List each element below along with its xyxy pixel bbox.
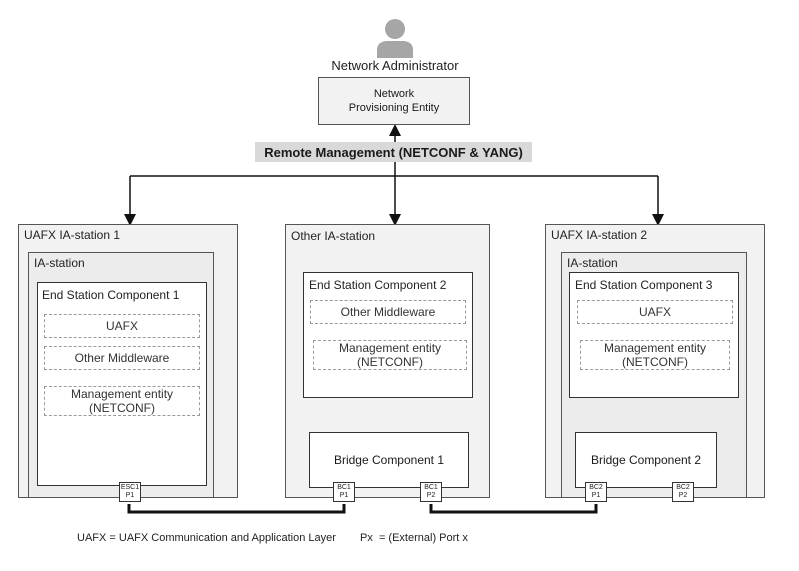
provisioning-entity-box: Network Provisioning Entity <box>318 77 470 125</box>
mgmt1-line2: (NETCONF) <box>89 401 155 415</box>
ia-station-1-title: IA-station <box>34 256 85 270</box>
legend-uafx: UAFX = UAFX Communication and Applicatio… <box>77 532 336 544</box>
bridge-component-2: Bridge Component 2 <box>575 432 717 488</box>
uafx-station-1-title: UAFX IA-station 1 <box>24 228 121 242</box>
end-station-component-3 <box>569 272 739 398</box>
port-esc1-name: ESC1 <box>120 484 140 491</box>
mgmt2-line1: Management entity <box>338 341 442 355</box>
port-esc1-p1: ESC1 P1 <box>119 482 141 502</box>
mgmt2-line2: (NETCONF) <box>357 355 423 369</box>
port-bc1-p2: BC1 P2 <box>420 482 442 502</box>
mgmt3-line1: Management entity <box>603 341 707 355</box>
port-bc2-p2-name: BC2 <box>676 484 690 491</box>
esc1-title: End Station Component 1 <box>42 288 180 302</box>
port-bc2-p1: BC2 P1 <box>585 482 607 502</box>
management-entity-3: Management entity (NETCONF) <box>580 340 730 370</box>
admin-label: Network Administrator <box>331 57 459 73</box>
remote-management-label: Remote Management (NETCONF & YANG) <box>255 142 532 162</box>
port-esc1-num: P1 <box>125 492 135 499</box>
port-bc1-p2-name: BC1 <box>424 484 438 491</box>
port-bc1-p1: BC1 P1 <box>333 482 355 502</box>
esc3-title: End Station Component 3 <box>575 278 713 292</box>
port-bc2-p1-num: P1 <box>591 492 601 499</box>
end-station-component-1 <box>37 282 207 486</box>
other-middleware-1: Other Middleware <box>44 346 200 370</box>
management-entity-2: Management entity (NETCONF) <box>313 340 467 370</box>
end-station-component-2 <box>303 272 473 398</box>
other-station-title: Other IA-station <box>291 229 376 243</box>
uafx-layer-3: UAFX <box>577 300 733 324</box>
port-bc2-p2-num: P2 <box>678 492 688 499</box>
uafx-station-2-title: UAFX IA-station 2 <box>551 228 648 242</box>
bridge-component-1: Bridge Component 1 <box>309 432 469 488</box>
mgmt1-line1: Management entity <box>70 387 174 401</box>
port-bc1-p1-num: P1 <box>339 492 349 499</box>
port-bc2-p2: BC2 P2 <box>672 482 694 502</box>
other-middleware-2: Other Middleware <box>310 300 466 324</box>
uafx-layer-1: UAFX <box>44 314 200 338</box>
ia-station-2-title: IA-station <box>567 256 618 270</box>
mgmt3-line2: (NETCONF) <box>622 355 688 369</box>
esc2-title: End Station Component 2 <box>309 278 447 292</box>
person-icon <box>377 18 413 58</box>
port-bc2-p1-name: BC2 <box>589 484 603 491</box>
provisioning-line2: Provisioning Entity <box>348 102 440 114</box>
management-entity-1: Management entity (NETCONF) <box>44 386 200 416</box>
legend-port: Px = (External) Port x <box>360 532 468 544</box>
port-bc1-p1-name: BC1 <box>337 484 351 491</box>
port-bc1-p2-num: P2 <box>426 492 436 499</box>
provisioning-line1: Network <box>373 88 415 100</box>
